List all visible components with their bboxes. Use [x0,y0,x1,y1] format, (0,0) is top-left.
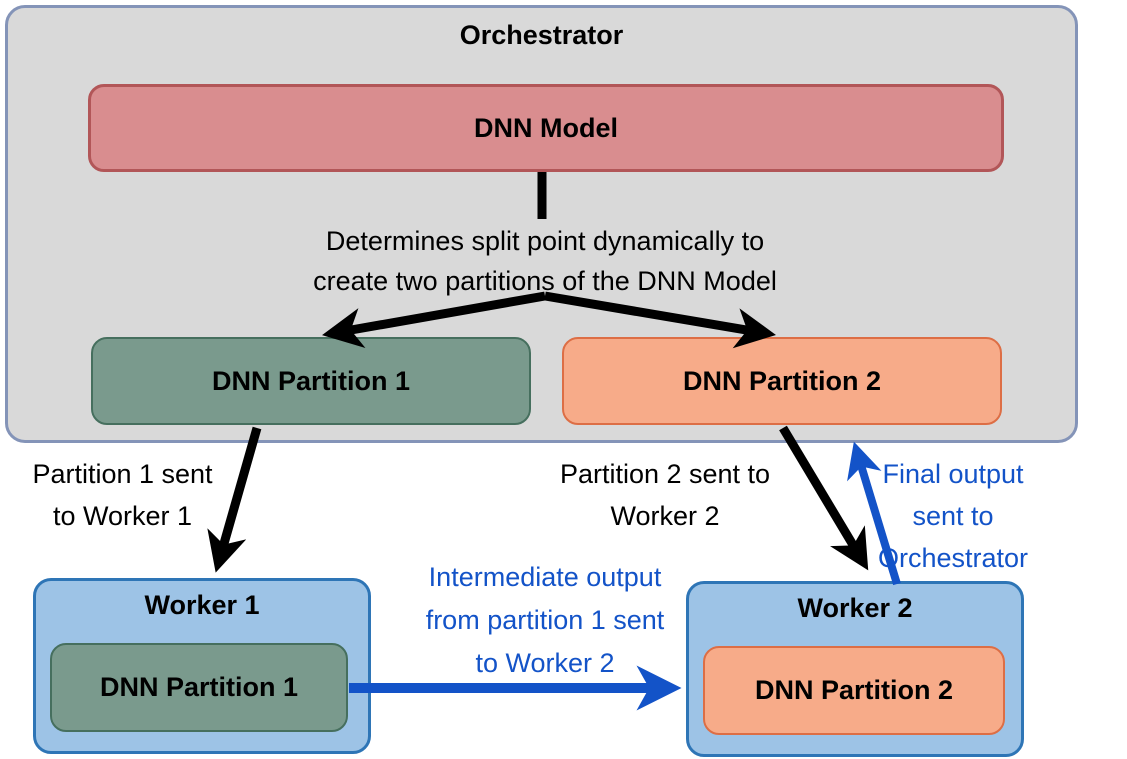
split-caption-line2: create two partitions of the DNN Model [313,266,777,296]
worker1-title: Worker 1 [144,590,260,620]
final-output-line3: Orchestrator [877,543,1029,573]
worker2-partition-label: DNN Partition 2 [754,675,954,705]
partition2-sent-line2: Worker 2 [610,501,720,531]
dnn-model-label: DNN Model [474,112,618,143]
final-output-line1: Final output [882,459,1024,489]
worker2-partition-box: DNN Partition 2 [703,646,1005,735]
worker1-partition-box: DNN Partition 1 [50,643,348,732]
final-output-arrow [847,441,901,586]
final-output-caption: Final output sent to Orchestrator [833,453,1073,579]
orchestrator-title: Orchestrator [459,20,624,50]
dnn-partition2-box: DNN Partition 2 [562,337,1002,425]
intermediate-output-line2: from partition 1 sent [425,605,665,635]
partition1-to-worker1-arrow [207,426,262,573]
split-arrow-left [322,291,546,349]
partition1-sent-caption: Partition 1 sent to Worker 1 [5,453,240,537]
dnn-partition1-label: DNN Partition 1 [211,365,411,396]
split-caption: Determines split point dynamically to cr… [230,221,860,301]
split-arrow-right [544,291,776,349]
dnn-model-box: DNN Model [88,84,1004,172]
partition2-to-worker2-arrow [779,425,869,571]
partition1-sent-line1: Partition 1 sent [32,459,213,489]
intermediate-output-line1: Intermediate output [428,562,662,592]
intermediate-output-line3: to Worker 2 [475,648,615,678]
partition2-sent-line1: Partition 2 sent to [559,459,771,489]
split-caption-line1: Determines split point dynamically to [325,226,765,256]
worker1-partition-label: DNN Partition 1 [99,672,299,702]
final-output-line2: sent to [912,501,994,531]
partition2-sent-caption: Partition 2 sent to Worker 2 [540,453,790,537]
worker2-title: Worker 2 [797,593,913,623]
intermediate-output-caption: Intermediate output from partition 1 sen… [385,556,705,685]
dnn-partition1-box: DNN Partition 1 [91,337,531,425]
dnn-partition2-label: DNN Partition 2 [682,365,882,396]
partition1-sent-line2: to Worker 1 [52,501,193,531]
